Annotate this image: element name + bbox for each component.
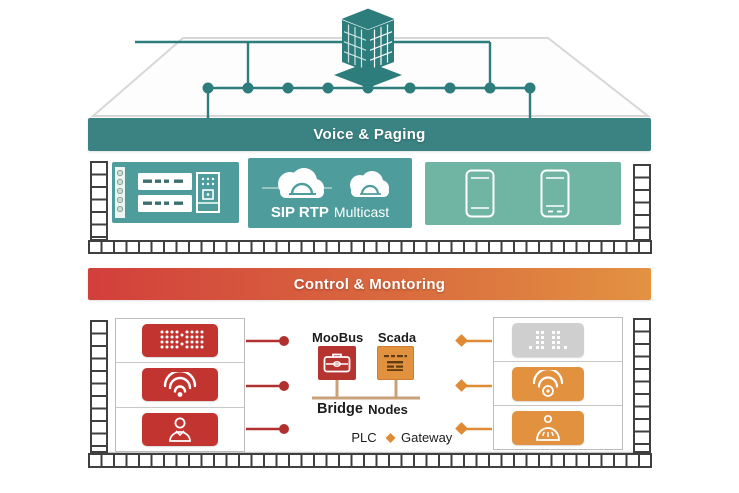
device-row xyxy=(494,318,622,362)
top-bottom-rail xyxy=(88,240,652,254)
announcer-tile xyxy=(512,410,584,445)
led-matrix-icon xyxy=(160,330,204,349)
red-connector-dots xyxy=(279,336,289,434)
top-right-rail xyxy=(633,164,651,242)
multicast-cloud-icon xyxy=(350,171,389,197)
scada-text-icon xyxy=(384,355,407,371)
wifi-speaker-icon xyxy=(532,369,564,397)
building-icon xyxy=(334,7,402,88)
phone-icon xyxy=(465,169,495,218)
scada-label: Scada xyxy=(377,330,417,345)
moobus-label: MooBus xyxy=(312,330,364,345)
gateway-legend-label: Gateway xyxy=(401,430,453,445)
multicast-label: Multicast xyxy=(333,204,390,220)
device-row xyxy=(116,319,244,364)
orange-connector-lines xyxy=(466,339,492,431)
paging-display-tile xyxy=(142,324,218,358)
device-row xyxy=(494,362,622,406)
voice-paging-banner: Voice & Paging xyxy=(88,118,651,151)
person-icon xyxy=(169,417,191,442)
display-tile-inactive xyxy=(512,322,584,357)
dot-grid-icon xyxy=(529,330,567,349)
server-panel xyxy=(112,162,239,223)
sip-cloud-icon xyxy=(278,168,324,198)
bottom-bottom-rail xyxy=(88,453,652,468)
wireless-tile xyxy=(142,368,218,402)
network-trunk-lines xyxy=(135,40,532,120)
server-rack-icon xyxy=(138,172,220,213)
sip-rtp-label: SIP RTP xyxy=(270,204,329,221)
field-devices-panel-left xyxy=(115,318,245,452)
device-row xyxy=(494,406,622,449)
gateway-legend-diamond xyxy=(385,433,396,443)
wifi-icon xyxy=(163,371,197,397)
operator-tile xyxy=(142,412,218,446)
control-monitoring-banner: Control & Montoring xyxy=(88,268,651,300)
network-bus-nodes xyxy=(202,82,536,94)
bridge-label: Bridge xyxy=(317,401,363,417)
bridge-bus-lines xyxy=(312,380,420,400)
device-row xyxy=(116,408,244,451)
scada-box xyxy=(377,346,414,380)
person-dial-icon xyxy=(536,414,560,441)
plc-legend-label: PLC xyxy=(351,430,377,445)
cloud-icons xyxy=(262,168,389,198)
field-devices-panel-right xyxy=(493,317,623,450)
phones-panel xyxy=(425,162,621,225)
perspective-plane xyxy=(90,37,651,117)
terminal-strip-icon xyxy=(115,167,125,218)
top-left-rail xyxy=(90,161,108,241)
bottom-right-rail xyxy=(633,318,651,453)
phone-icon xyxy=(540,169,570,218)
nodes-label: Nodes xyxy=(368,402,408,417)
moobus-box xyxy=(318,346,356,380)
bottom-left-rail xyxy=(90,320,108,453)
briefcase-icon xyxy=(323,353,351,373)
wireless-speaker-tile xyxy=(512,366,584,401)
voice-paging-banner-label: Voice & Paging xyxy=(313,126,426,143)
orange-connector-diamonds xyxy=(455,334,468,435)
red-connector-lines xyxy=(246,339,280,431)
device-row xyxy=(116,363,244,408)
control-monitoring-banner-label: Control & Montoring xyxy=(293,275,446,293)
